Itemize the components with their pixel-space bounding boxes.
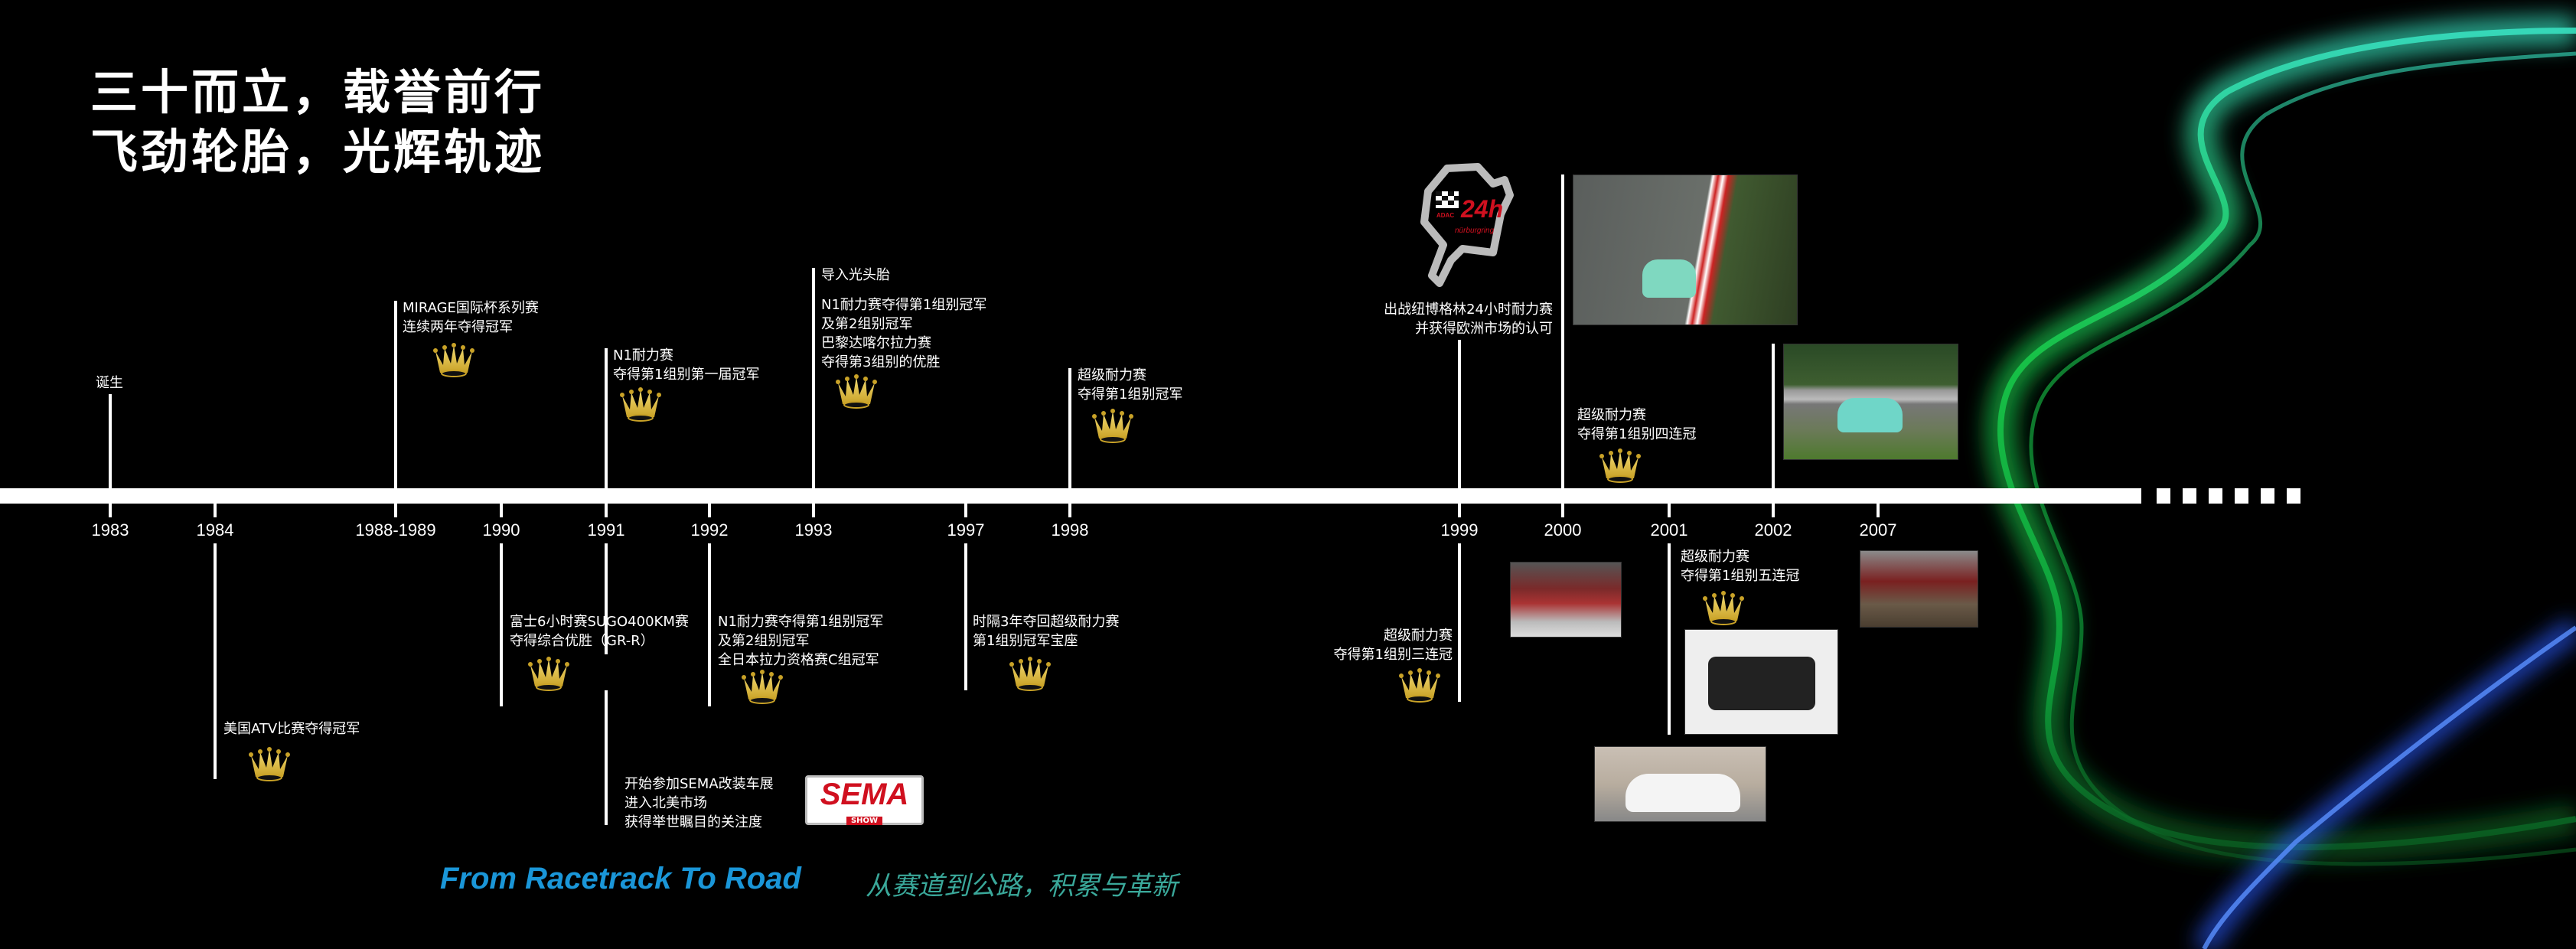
year-1991: 1991: [587, 520, 625, 540]
crown-icon: [741, 669, 784, 704]
title-line-2: 飞劲轮胎，光辉轨迹: [90, 124, 546, 180]
connector-1997: [964, 543, 967, 690]
year-tick: [1561, 504, 1564, 517]
car-shape: [1642, 259, 1696, 298]
year-1990: 1990: [482, 520, 520, 540]
year-2002: 2002: [1754, 520, 1792, 540]
year-2000: 2000: [1544, 520, 1582, 540]
svg-text:nürburgring: nürburgring: [1455, 227, 1495, 235]
photo-buggy-2001: [1684, 629, 1838, 735]
crown-icon: [527, 656, 570, 691]
photo-white-sportscar: [1594, 746, 1766, 822]
year-tick: [394, 504, 397, 517]
timeline-dash: [2287, 488, 2300, 504]
year-1998: 1998: [1051, 520, 1089, 540]
connector-1990: [500, 543, 503, 706]
year-1983: 1983: [91, 520, 129, 540]
event-1988-1989: MIRAGE国际杯系列赛连续两年夺得冠军: [403, 300, 539, 335]
year-tick: [1068, 504, 1071, 517]
connector-1984: [214, 543, 217, 779]
connector-1983: [109, 394, 112, 488]
year-tick: [1668, 504, 1671, 517]
crown-icon: [835, 373, 878, 409]
crown-icon: [248, 746, 291, 781]
tagline-english: From Racetrack To Road: [440, 862, 801, 895]
sema-logo-text: SEMA: [820, 778, 909, 811]
year-1988-1989: 1988-1989: [355, 520, 436, 540]
year-tick: [1772, 504, 1775, 517]
year-tick: [605, 504, 608, 517]
crown-icon: [1398, 667, 1441, 703]
sema-show-logo: SEMA SHOW: [805, 775, 924, 825]
year-tick: [214, 504, 217, 517]
photo-race-car-2002: [1783, 344, 1958, 460]
photo-offroad-2007: [1860, 550, 1978, 628]
connector-1991-down-b: [605, 690, 608, 825]
year-tick: [964, 504, 967, 517]
event-1991-sema: 开始参加SEMA改装车展进入北美市场获得举世瞩目的关注度: [624, 776, 774, 830]
connector-1999-up: [1458, 340, 1461, 488]
timeline-dash: [2209, 488, 2222, 504]
year-1992: 1992: [690, 520, 729, 540]
year-2001: 2001: [1650, 520, 1688, 540]
timeline-dash: [2157, 488, 2170, 504]
tagline-chinese: 从赛道到公路，积累与革新: [866, 871, 1178, 902]
connector-1998: [1068, 368, 1071, 488]
year-tick: [1458, 504, 1461, 517]
crown-icon: [1091, 408, 1134, 443]
year-tick: [708, 504, 711, 517]
car-shape: [1625, 774, 1740, 812]
event-2000: 超级耐力赛夺得第1组别四连冠: [1577, 407, 1697, 442]
timeline-dash: [2261, 488, 2274, 504]
photo-nurburgring-track: [1573, 174, 1798, 325]
event-1998: 超级耐力赛夺得第1组别冠军: [1078, 367, 1183, 403]
connector-1993: [812, 268, 815, 488]
svg-text:ADAC: ADAC: [1436, 212, 1454, 219]
event-1991-above: N1耐力赛夺得第1组别第一届冠军: [613, 347, 760, 383]
connector-1991-up: [605, 348, 608, 488]
event-1983: 诞生: [96, 375, 123, 391]
year-1993: 1993: [794, 520, 833, 540]
connector-1992: [708, 543, 711, 706]
buggy-shape: [1708, 657, 1815, 710]
nurburgring-24h-logo: 24h ADAC nürburgring: [1420, 163, 1514, 287]
connector-1999-down: [1458, 543, 1461, 702]
event-2001: 超级耐力赛夺得第1组别五连冠: [1681, 549, 1800, 584]
connector-2000: [1561, 174, 1564, 488]
year-1997: 1997: [947, 520, 985, 540]
crown-icon: [1599, 448, 1642, 483]
timeline-bar: [0, 488, 2141, 504]
event-1992: N1耐力赛夺得第1组别冠军及第2组别冠军全日本拉力资格赛C组冠军: [718, 614, 884, 668]
year-2007: 2007: [1859, 520, 1897, 540]
event-1993-tire: 导入光头胎: [821, 267, 890, 283]
photo-rock-crawler-2000: [1510, 562, 1622, 638]
year-tick: [109, 504, 112, 517]
year-1999: 1999: [1440, 520, 1479, 540]
svg-text:24h: 24h: [1460, 195, 1503, 223]
event-1990: 富士6小时赛SUGO400KM赛夺得综合优胜（GR-R）: [510, 614, 689, 649]
event-1993: N1耐力赛夺得第1组别冠军及第2组别冠军巴黎达喀尔拉力赛夺得第3组别的优胜: [821, 297, 987, 370]
crown-icon: [1702, 590, 1745, 625]
event-1999: 超级耐力赛夺得第1组别三连冠: [1333, 628, 1453, 663]
year-tick: [1877, 504, 1880, 517]
year-1984: 1984: [196, 520, 234, 540]
connector-2001: [1668, 543, 1671, 735]
event-1999-nurburgring: 出战纽博格林24小时耐力赛并获得欧洲市场的认可: [1384, 302, 1553, 337]
connector-2002: [1772, 344, 1775, 488]
title-line-1: 三十而立，载誉前行: [90, 64, 546, 120]
crown-icon: [619, 386, 662, 422]
car-shape: [1837, 398, 1903, 432]
crown-icon: [432, 342, 475, 377]
timeline-dash: [2183, 488, 2196, 504]
year-tick: [812, 504, 815, 517]
connector-1988: [394, 301, 397, 488]
event-1997: 时隔3年夺回超级耐力赛第1组别冠军宝座: [973, 614, 1120, 649]
year-tick: [500, 504, 503, 517]
timeline-dash: [2235, 488, 2248, 504]
connector-1991-down-a: [605, 543, 608, 654]
crown-icon: [1009, 656, 1052, 691]
event-1984: 美国ATV比赛夺得冠军: [223, 721, 360, 737]
sema-logo-subtext: SHOW: [846, 817, 883, 825]
